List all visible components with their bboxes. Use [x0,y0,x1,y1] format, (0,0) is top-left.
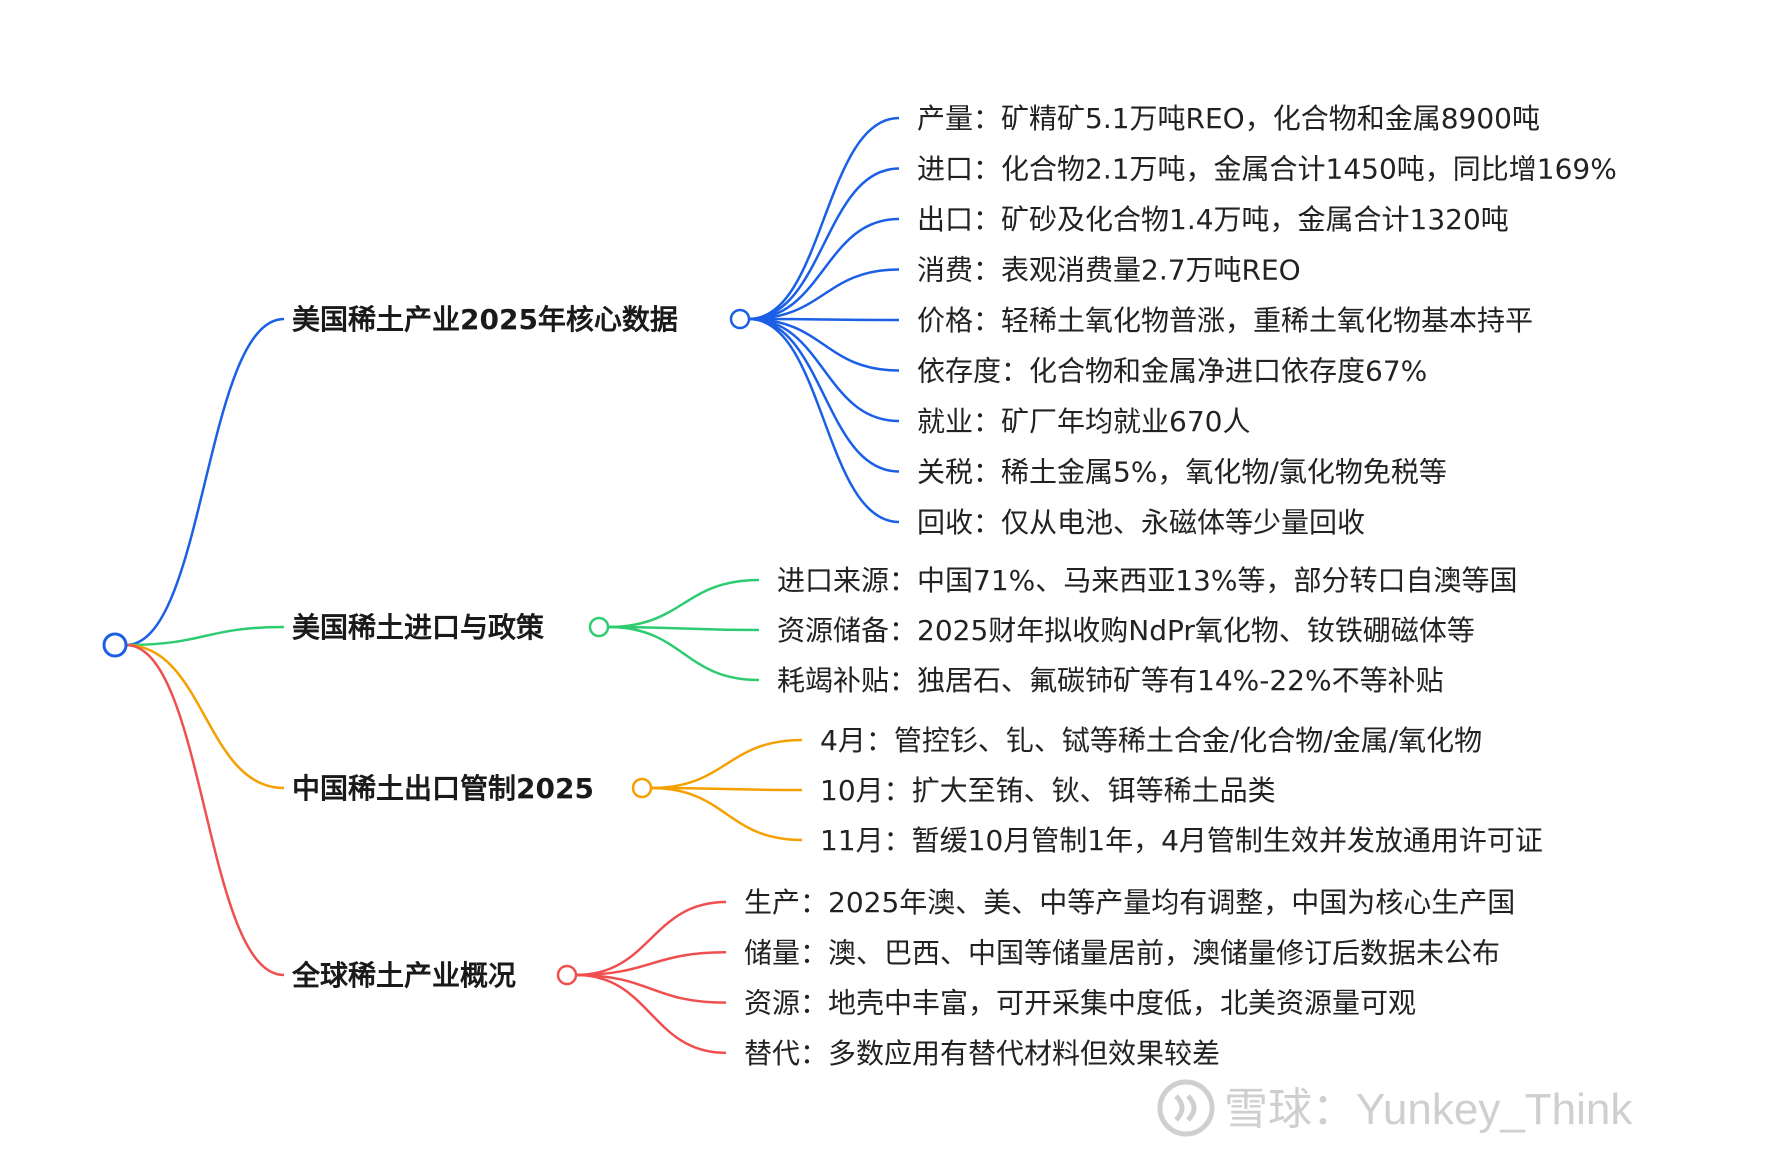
branch-to-leaf-connector [575,951,727,977]
leaf-node-text[interactable]: 价格：轻稀土氧化物普涨，重稀土氧化物基本持平 [917,304,1533,337]
branch-to-leaf-connector [607,578,760,629]
mindmap-nodes: 美国稀土产业2025年核心数据 产量：矿精矿5.1万吨REO，化合物和金属8900… [102,102,1617,1070]
leaf-node-text[interactable]: 10月：扩大至铕、钬、铒等稀土品类 [820,774,1276,807]
leaf-node-text[interactable]: 进口来源：中国71%、马来西亚13%等，部分转口自澳等国 [777,564,1517,597]
branch-to-leaf-connector [748,317,900,473]
leaf-node-text[interactable]: 进口：化合物2.1万吨，金属合计1450吨，同比增169% [917,153,1617,186]
leaf-node-text[interactable]: 产量：矿精矿5.1万吨REO，化合物和金属8900吨 [917,102,1540,135]
watermark: 雪球：Yunkey_Think [1157,1079,1633,1137]
branch-to-leaf-connector [607,625,760,682]
branch-title[interactable]: 全球稀土产业概况 [291,959,516,992]
leaf-node-text[interactable]: 依存度：化合物和金属净进口依存度67% [917,355,1427,388]
leaf-node-text[interactable]: 耗竭补贴：独居石、氟碳铈矿等有14%-22%不等补贴 [777,664,1444,697]
branch-to-leaf-connector [748,116,900,321]
root-to-branch-connector [125,643,285,790]
branch-to-leaf-connector [607,625,760,632]
leaf-node-text[interactable]: 资源：地壳中丰富，可开采集中度低，北美资源量可观 [744,987,1416,1020]
leaf-node-text[interactable]: 回收：仅从电池、永磁体等少量回收 [917,506,1365,539]
root-to-branch-connector [125,317,285,647]
leaf-node-text[interactable]: 资源储备：2025财年拟收购NdPr氧化物、钕铁硼磁体等 [777,614,1475,647]
branch-node-circle[interactable] [588,616,610,638]
leaf-node-text[interactable]: 生产：2025年澳、美、中等产量均有调整，中国为核心生产国 [744,886,1515,919]
branch-to-leaf-connector [748,217,900,321]
branch-to-leaf-connector [575,973,727,1004]
branch-to-leaf-connector [650,786,803,842]
branch-to-leaf-connector [748,317,900,524]
leaf-node-text[interactable]: 替代：多数应用有替代材料但效果较差 [744,1037,1220,1070]
branch-to-leaf-connector [650,738,803,790]
leaf-node-text[interactable]: 出口：矿砂及化合物1.4万吨，金属合计1320吨 [917,203,1509,236]
branch-node-circle[interactable] [631,777,653,799]
branch-to-leaf-connector [748,268,900,321]
leaf-node-text[interactable]: 消费：表观消费量2.7万吨REO [917,254,1301,287]
leaf-node-text[interactable]: 4月：管控钐、钆、铽等稀土合金/化合物/金属/氧化物 [820,724,1482,757]
root-to-branch-connector [125,643,285,977]
xueqiu-logo-icon [1157,1079,1215,1137]
branch-node-circle[interactable] [729,308,751,330]
leaf-node-text[interactable]: 关税：稀土金属5%，氧化物/氯化物免税等 [917,456,1447,489]
connector-lines [125,116,900,1055]
leaf-node-text[interactable]: 储量：澳、巴西、中国等储量居前，澳储量修订后数据未公布 [744,936,1500,969]
leaf-node-text[interactable]: 11月：暂缓10月管制1年，4月管制生效并发放通用许可证 [820,824,1543,857]
branch-to-leaf-connector [748,317,900,423]
root-to-branch-connector [125,625,285,647]
branch-to-leaf-connector [650,786,803,792]
branch-to-leaf-connector [748,317,900,372]
branch-to-leaf-connector [748,317,900,322]
leaf-node-text[interactable]: 就业：矿厂年均就业670人 [917,405,1250,438]
branch-to-leaf-connector [575,900,727,977]
branch-title[interactable]: 中国稀土出口管制2025 [292,772,594,805]
branch-title[interactable]: 美国稀土进口与政策 [292,611,544,644]
branch-title[interactable]: 美国稀土产业2025年核心数据 [292,303,678,336]
branch-node-circle[interactable] [556,964,578,986]
branch-to-leaf-connector [748,167,900,321]
root-node-circle[interactable] [102,632,128,658]
watermark-text: 雪球：Yunkey_Think [1224,1085,1633,1134]
branch-to-leaf-connector [575,973,727,1055]
